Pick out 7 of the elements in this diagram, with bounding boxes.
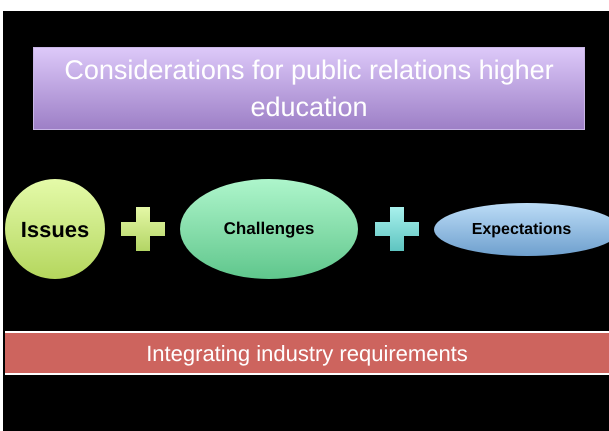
banner-bar <box>5 331 609 375</box>
ellipse-label: Challenges <box>224 218 314 240</box>
circle-label: Issues <box>20 216 90 244</box>
title-text: Considerations for public relations higher education <box>63 54 555 124</box>
title-box <box>33 47 585 130</box>
banner-text: Integrating industry requirements <box>146 340 469 368</box>
ellipse-label: Expectations <box>472 220 572 240</box>
